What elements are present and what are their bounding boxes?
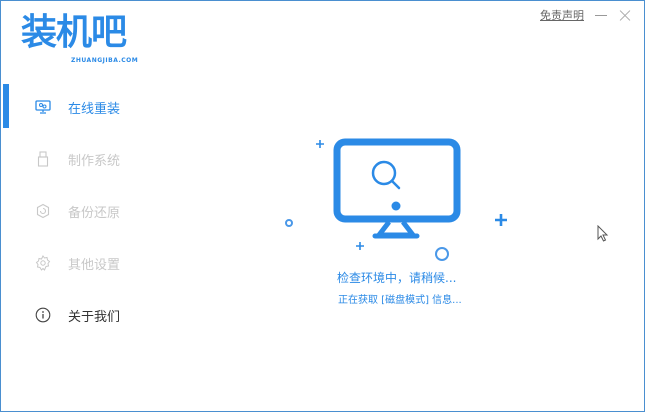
sidebar-item-label: 其他设置 bbox=[68, 257, 121, 273]
gear-icon bbox=[35, 255, 51, 271]
sidebar-item-label: 关于我们 bbox=[68, 309, 121, 325]
sidebar-item-other-settings[interactable]: 其他设置 bbox=[1, 237, 161, 289]
sidebar-item-backup-restore[interactable]: 备份还原 bbox=[1, 185, 161, 237]
sidebar-item-make-system[interactable]: 制作系统 bbox=[1, 133, 161, 185]
logo-text: 装机吧 bbox=[21, 12, 127, 53]
sidebar-item-about-us[interactable]: 关于我们 bbox=[1, 289, 161, 341]
sidebar-item-label: 备份还原 bbox=[68, 205, 121, 221]
sidebar-nav: 在线重装 制作系统 备份还原 其他设置 关于我们 bbox=[1, 81, 161, 341]
backup-icon bbox=[35, 203, 51, 219]
minimize-button[interactable] bbox=[594, 8, 608, 22]
logo: 装机吧 ZHUANGJIBA.COM bbox=[19, 11, 149, 66]
disclaimer-link[interactable]: 免责声明 bbox=[540, 9, 584, 22]
monitor-icon bbox=[35, 99, 51, 115]
mouse-cursor-icon bbox=[597, 225, 609, 242]
active-indicator bbox=[3, 84, 9, 128]
usb-icon bbox=[35, 151, 51, 167]
info-icon bbox=[35, 307, 51, 323]
logo-subtitle: ZHUANGJIBA.COM bbox=[71, 57, 139, 64]
sidebar-item-label: 制作系统 bbox=[68, 153, 121, 169]
status-detail-text: 正在获取 [磁盘模式] 信息... bbox=[338, 295, 462, 306]
sidebar-item-label: 在线重装 bbox=[68, 101, 121, 117]
title-bar-actions: 免责声明 bbox=[540, 7, 632, 23]
status-text: 检查环境中，请稍候... bbox=[337, 271, 457, 285]
sidebar-item-online-reinstall[interactable]: 在线重装 bbox=[1, 81, 161, 133]
